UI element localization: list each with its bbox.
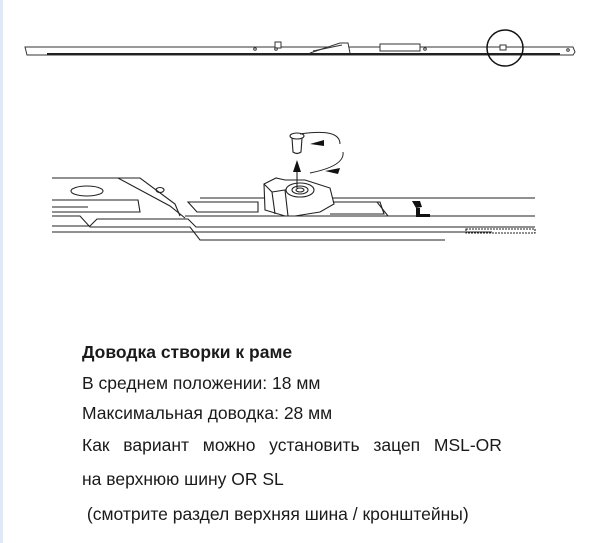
overview-rail-drawing — [24, 29, 576, 67]
detail-highlight-circle — [486, 29, 524, 67]
caption-line-reference: (смотрите раздел верхняя шина / кронштей… — [82, 504, 469, 524]
caption-line-option: Как вариант можно установить зацеп MSL-O… — [82, 435, 502, 455]
page-edge — [0, 0, 3, 543]
caption-line-mid-position: В среднем положении: 18 мм — [82, 373, 321, 393]
caption-title: Доводка створки к раме — [82, 342, 293, 362]
caption-line-max-adjustment: Максимальная доводка: 28 мм — [82, 403, 333, 423]
caption-line-rail: на верхнюю шину OR SL — [82, 469, 284, 489]
catch-adjustment-drawing — [52, 131, 536, 241]
